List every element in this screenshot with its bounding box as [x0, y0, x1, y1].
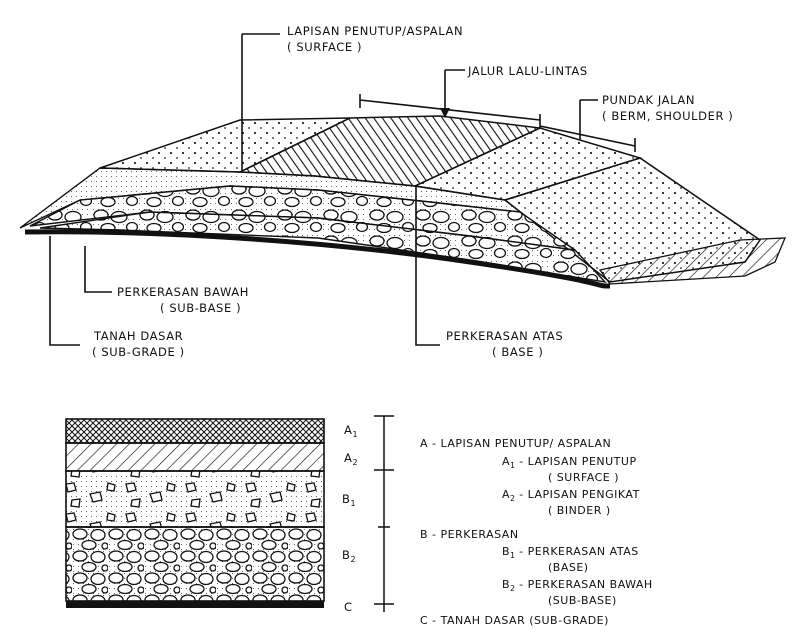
label-shoulder-en: ( BERM, SHOULDER ) [602, 109, 734, 123]
layer-c-subgrade [66, 601, 324, 608]
layer-b1-base [65, 470, 325, 528]
front-subbase-layer [39, 211, 607, 284]
label-base-en: ( BASE ) [492, 345, 544, 359]
legend-b1: B1 - PERKERASAN ATAS [502, 545, 639, 560]
layer-b2-subbase [65, 526, 325, 602]
traffic-lane-dimension [359, 94, 541, 128]
leader-subgrade [49, 236, 80, 346]
label-surface: LAPISAN PENUTUP/ASPALAN [287, 24, 464, 38]
layer-a2-hatch [65, 442, 325, 472]
legend-a1: A1 - LAPISAN PENUTUP [502, 455, 637, 470]
leader-base [415, 186, 440, 346]
label-shoulder: PUNDAK JALAN [602, 93, 696, 107]
shoulder-dimension [539, 125, 636, 152]
thickness-scale [374, 415, 394, 612]
leader-shoulder [579, 99, 598, 140]
layer-a1-crosshatch [65, 418, 325, 444]
arrow-traffic [440, 108, 450, 118]
tag-a2: A2 [344, 451, 358, 467]
legend-b1-en: (BASE) [548, 561, 589, 574]
label-subbase: PERKERASAN BAWAH [117, 285, 250, 299]
legend-b: B - PERKERASAN [420, 528, 519, 541]
legend-b2: B2 - PERKERASAN BAWAH [502, 578, 653, 593]
label-subbase-en: ( SUB-BASE ) [160, 301, 242, 315]
legend-a2-en: ( BINDER ) [548, 504, 611, 517]
label-traffic-lane: JALUR LALU-LINTAS [468, 64, 588, 78]
label-subgrade: TANAH DASAR [94, 329, 184, 343]
road-perspective-drawing [19, 33, 786, 346]
legend-a: A - LAPISAN PENUTUP/ ASPALAN [420, 437, 612, 450]
tag-b2: B2 [342, 548, 356, 564]
label-subgrade-en: ( SUB-GRADE ) [92, 345, 185, 359]
tag-a1: A1 [344, 423, 358, 439]
legend-b2-en: (SUB-BASE) [548, 594, 617, 607]
legend-a2: A2 - LAPISAN PENGIKAT [502, 488, 640, 503]
leader-subbase [84, 246, 112, 293]
layer-column [65, 415, 394, 612]
tag-c: C [344, 600, 353, 614]
subgrade-line [24, 229, 611, 289]
legend-a1-en: ( SURFACE ) [548, 471, 620, 484]
leader-surface [241, 33, 280, 172]
tag-b1: B1 [342, 492, 356, 508]
label-base: PERKERASAN ATAS [446, 329, 564, 343]
legend-c: C - TANAH DASAR (SUB-GRADE) [420, 614, 609, 627]
label-surface-en: ( SURFACE ) [287, 40, 363, 54]
